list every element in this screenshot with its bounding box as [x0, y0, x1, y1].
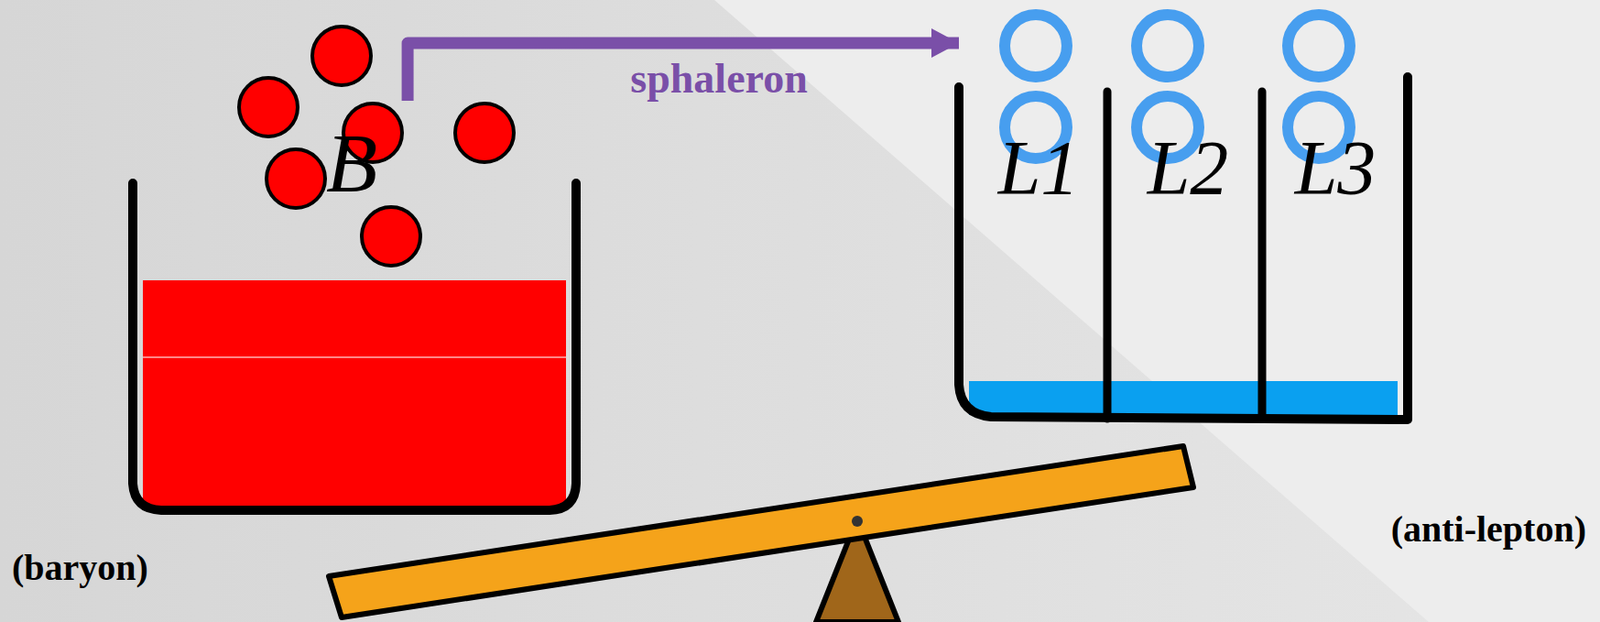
- lepton-symbol: L3: [1295, 130, 1377, 207]
- baryon-fill: [142, 280, 566, 507]
- baryon-ball: [266, 149, 326, 208]
- lepton-flavour-box: L3: [1262, 91, 1408, 419]
- seesaw-bar: [328, 446, 1194, 618]
- beaker-divider: [1258, 91, 1267, 419]
- baryon-beaker: [132, 183, 577, 511]
- baryon-ball: [455, 103, 514, 163]
- baryon-balls: [239, 26, 514, 266]
- lepton-beaker: [958, 76, 1408, 420]
- fill-line: [142, 356, 566, 359]
- baryon-ball: [239, 77, 298, 137]
- anti-lepton-beaker-box: (anti-lepton)L1L2L3: [958, 18, 1408, 422]
- anti-lepton-ring: [1136, 14, 1199, 77]
- lepton-flavour-box: L2: [1107, 91, 1263, 419]
- anti-lepton-ring: [1004, 14, 1067, 77]
- group-label: (baryon): [11, 549, 149, 587]
- lepton-symbol: L2: [1147, 130, 1230, 207]
- edge-label: sphaleron: [630, 57, 807, 100]
- pivot: [851, 515, 863, 527]
- sphaleron-arrow: [407, 43, 959, 101]
- beaker-divider: [1103, 91, 1112, 419]
- anti-lepton-ring: [1287, 14, 1350, 77]
- lepton-flavour-box: L1: [958, 91, 1108, 419]
- baryon-beaker-box: B(baryon): [132, 100, 577, 511]
- baryon-symbol: B: [326, 120, 378, 206]
- group-label: (anti-lepton): [1391, 511, 1587, 548]
- baryon-ball: [361, 206, 421, 266]
- lepton-symbol: L1: [998, 130, 1080, 207]
- baryon-ball: [312, 26, 371, 86]
- lepton-fill: [968, 380, 1398, 415]
